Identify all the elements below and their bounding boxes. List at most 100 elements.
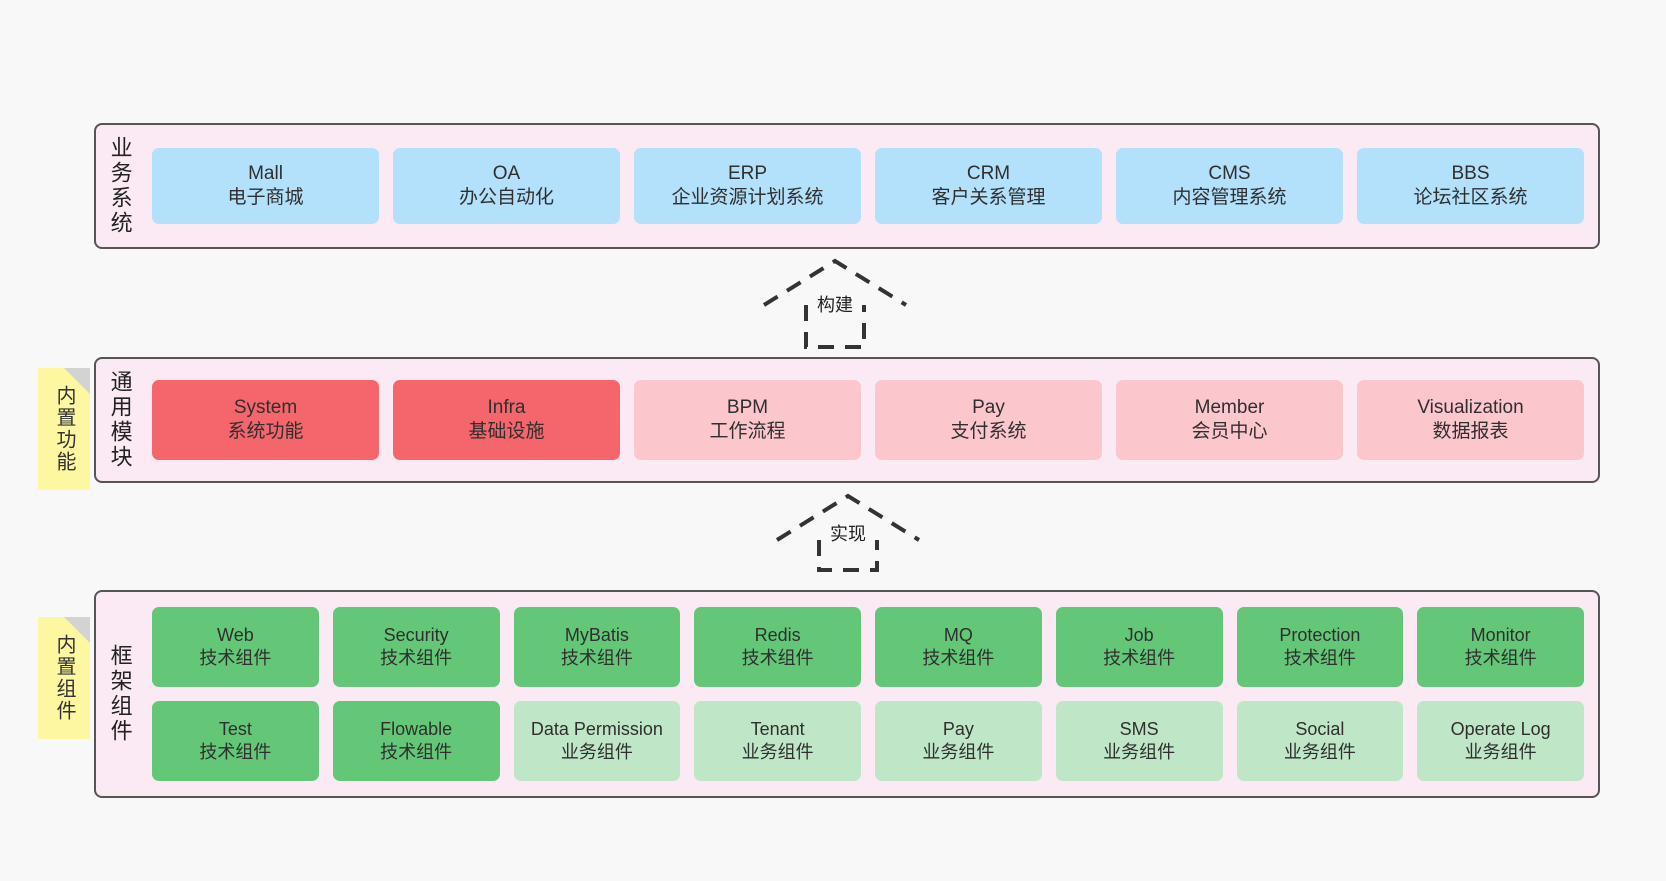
layer-title-framework-component: 框架组件 [107,644,133,744]
layer-business-system: 业务系统 Mall 电子商城 OA 办公自动化 ERP 企业资源计划系统 CRM… [94,123,1600,249]
module-card-system[interactable]: System 系统功能 [152,380,379,460]
component-card-name: Monitor [1470,624,1531,645]
component-card-name: Pay [942,718,974,739]
component-card-name: Operate Log [1450,718,1551,739]
component-card-monitor[interactable]: Monitor 技术组件 [1417,607,1584,687]
component-card-name: MyBatis [564,624,629,645]
component-card-name: Protection [1279,624,1361,645]
module-card-desc: 工作流程 [709,421,786,442]
arrow-build: 构建 [760,255,910,350]
component-card-flowable[interactable]: Flowable 技术组件 [332,701,500,781]
component-card-name: MQ [943,624,973,645]
module-card-member[interactable]: Member 会员中心 [1116,380,1343,460]
layer-row: Test 技术组件 Flowable 技术组件 Data Permission … [152,701,1584,781]
component-card-social[interactable]: Social 业务组件 [1236,701,1404,781]
arrow-implement-label: 实现 [830,524,866,544]
module-card-desc: 客户关系管理 [931,187,1046,208]
component-card-desc: 技术组件 [560,648,633,668]
component-card-desc: 技术组件 [1464,648,1537,668]
component-card-desc: 业务组件 [1464,742,1537,762]
component-card-pay[interactable]: Pay 业务组件 [875,701,1042,781]
module-card-name: CMS [1208,162,1251,184]
component-card-tenant[interactable]: Tenant 业务组件 [694,701,861,781]
component-card-name: Job [1124,624,1154,645]
component-card-mq[interactable]: MQ 技术组件 [875,607,1042,687]
module-card-mall[interactable]: Mall 电子商城 [152,148,379,224]
component-card-desc: 业务组件 [922,742,995,762]
component-card-desc: 技术组件 [922,648,995,668]
sticky-note-label: 内置功能 [53,385,75,473]
component-card-web[interactable]: Web 技术组件 [152,607,319,687]
component-card-operate-log[interactable]: Operate Log 业务组件 [1417,701,1584,781]
module-card-desc: 支付系统 [950,421,1027,442]
module-card-desc: 电子商城 [227,187,304,208]
component-card-desc: 业务组件 [1283,742,1356,762]
layer-framework-component: 框架组件 Web 技术组件 Security 技术组件 MyBatis 技术组件… [94,590,1600,798]
component-card-mybatis[interactable]: MyBatis 技术组件 [513,607,681,687]
module-card-bpm[interactable]: BPM 工作流程 [634,380,861,460]
component-card-protection[interactable]: Protection 技术组件 [1236,607,1404,687]
component-card-sms[interactable]: SMS 业务组件 [1055,701,1223,781]
module-card-name: Infra [487,396,526,418]
component-card-name: Redis [754,624,801,645]
component-card-name: Security [383,624,449,645]
layer-common-module: 通用模块 System 系统功能 Infra 基础设施 BPM 工作流程 Pay… [94,357,1600,483]
module-card-crm[interactable]: CRM 客户关系管理 [875,148,1102,224]
component-card-desc: 技术组件 [741,648,814,668]
module-card-desc: 基础设施 [468,421,545,442]
arrow-build-label: 构建 [817,295,853,315]
component-card-name: Social [1295,718,1345,739]
arrow-implement: 实现 [773,490,923,572]
sticky-note-builtin-function: 内置功能 [38,368,90,490]
component-card-desc: 业务组件 [741,742,814,762]
module-card-name: BPM [726,396,769,418]
module-card-desc: 数据报表 [1432,421,1509,442]
component-card-test[interactable]: Test 技术组件 [152,701,319,781]
component-card-name: Test [218,718,252,739]
component-card-name: Tenant [750,718,805,739]
component-card-desc: 技术组件 [199,742,272,762]
layer-row: System 系统功能 Infra 基础设施 BPM 工作流程 Pay 支付系统… [152,380,1584,460]
module-card-name: Mall [248,162,283,184]
component-card-redis[interactable]: Redis 技术组件 [694,607,861,687]
generalization-arrow-icon [762,258,908,349]
module-card-cms[interactable]: CMS 内容管理系统 [1116,148,1343,224]
module-card-desc: 系统功能 [227,421,304,442]
component-card-desc: 技术组件 [1283,648,1356,668]
component-card-data-permission[interactable]: Data Permission 业务组件 [513,701,681,781]
layer-body-common-module: System 系统功能 Infra 基础设施 BPM 工作流程 Pay 支付系统… [138,359,1598,481]
component-card-name: Flowable [380,718,453,739]
module-card-desc: 会员中心 [1191,421,1268,442]
module-card-name: CRM [966,162,1011,184]
layer-title-common-module: 通用模块 [107,370,133,470]
module-card-bbs[interactable]: BBS 论坛社区系统 [1357,148,1584,224]
module-card-name: Member [1194,396,1265,418]
component-card-name: SMS [1119,718,1159,739]
component-card-name: Web [217,624,254,645]
module-card-oa[interactable]: OA 办公自动化 [393,148,620,224]
module-card-name: BBS [1451,162,1490,184]
module-card-infra[interactable]: Infra 基础设施 [393,380,620,460]
component-card-desc: 技术组件 [199,648,272,668]
module-card-visualization[interactable]: Visualization 数据报表 [1357,380,1584,460]
component-card-security[interactable]: Security 技术组件 [332,607,500,687]
module-card-desc: 办公自动化 [458,187,554,208]
component-card-desc: 业务组件 [560,742,633,762]
module-card-pay[interactable]: Pay 支付系统 [875,380,1102,460]
module-card-name: System [233,396,298,418]
layer-body-business-system: Mall 电子商城 OA 办公自动化 ERP 企业资源计划系统 CRM 客户关系… [138,125,1598,247]
sticky-note-builtin-component: 内置组件 [38,617,90,739]
module-card-name: Pay [972,396,1005,418]
component-card-job[interactable]: Job 技术组件 [1055,607,1223,687]
module-card-desc: 内容管理系统 [1172,187,1287,208]
layer-row: Web 技术组件 Security 技术组件 MyBatis 技术组件 Redi… [152,607,1584,687]
component-card-name: Data Permission [530,718,663,739]
component-card-desc: 技术组件 [380,648,453,668]
sticky-note-label: 内置组件 [53,634,75,722]
module-card-erp[interactable]: ERP 企业资源计划系统 [634,148,861,224]
module-card-desc: 论坛社区系统 [1413,187,1528,208]
component-card-desc: 业务组件 [1103,742,1176,762]
layer-row: Mall 电子商城 OA 办公自动化 ERP 企业资源计划系统 CRM 客户关系… [152,148,1584,224]
module-card-name: OA [492,162,521,184]
